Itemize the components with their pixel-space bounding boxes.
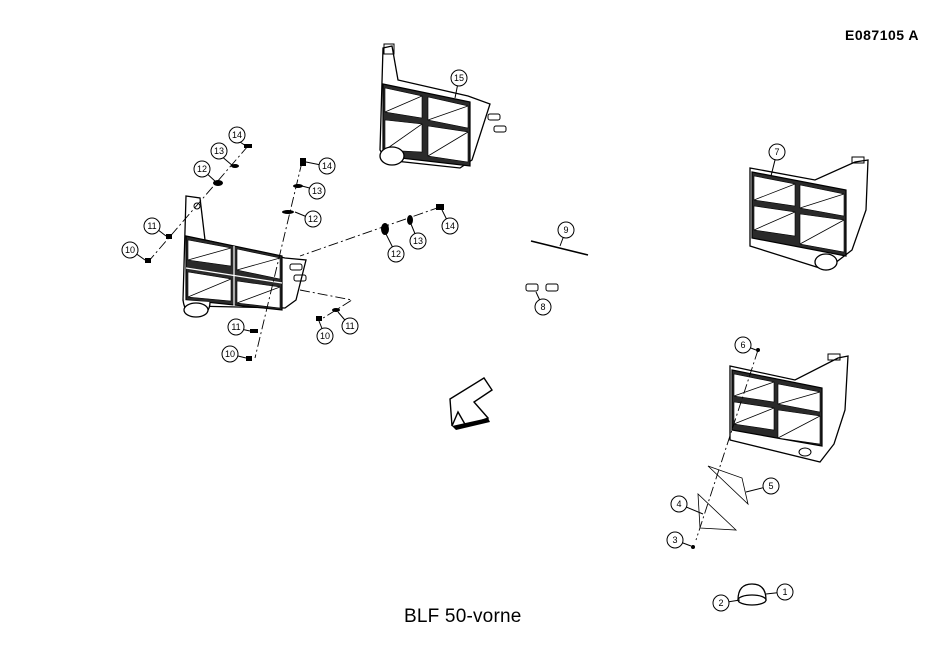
callout-8: 8 (540, 302, 545, 312)
callout-2: 2 (718, 598, 723, 608)
arrow-down-left-icon (450, 378, 492, 430)
lamp-assembly-7 (750, 157, 868, 270)
fasteners (145, 144, 760, 549)
callout-4: 4 (676, 499, 681, 509)
callout-14-upper: 14 (322, 161, 332, 171)
callout-6: 6 (740, 340, 745, 350)
callout-5: 5 (768, 481, 773, 491)
callout-7: 7 (774, 147, 779, 157)
callout-3: 3 (672, 535, 677, 545)
callout-14-right: 14 (445, 221, 455, 231)
callout-9: 9 (563, 225, 568, 235)
callout-13-upper: 13 (312, 186, 322, 196)
nuts-part-8 (526, 284, 558, 291)
lamp-assembly-15 (380, 44, 506, 168)
callout-11-left: 11 (147, 221, 156, 231)
cap-part-1 (738, 584, 766, 605)
callout-13-right: 13 (413, 236, 423, 246)
callout-14-left: 14 (232, 130, 242, 140)
callout-10-right: 10 (320, 331, 330, 341)
callout-10-bottom: 10 (225, 349, 235, 359)
callout-12-right: 12 (391, 249, 401, 259)
reflector-part-4 (698, 494, 736, 530)
callout-12-left: 12 (197, 164, 207, 174)
lamp-assembly-left (183, 196, 306, 317)
callout-11-bottom: 11 (231, 322, 240, 332)
callout-11-right: 11 (345, 321, 354, 331)
callout-12-upper: 12 (308, 214, 318, 224)
rod-part-9 (531, 241, 588, 255)
callout-10-left: 10 (125, 245, 135, 255)
reflector-part-5 (708, 466, 748, 504)
callout-13-left: 13 (214, 146, 224, 156)
callout-15: 15 (454, 73, 464, 83)
lamp-assembly-6 (730, 354, 848, 462)
callout-1: 1 (782, 587, 787, 597)
